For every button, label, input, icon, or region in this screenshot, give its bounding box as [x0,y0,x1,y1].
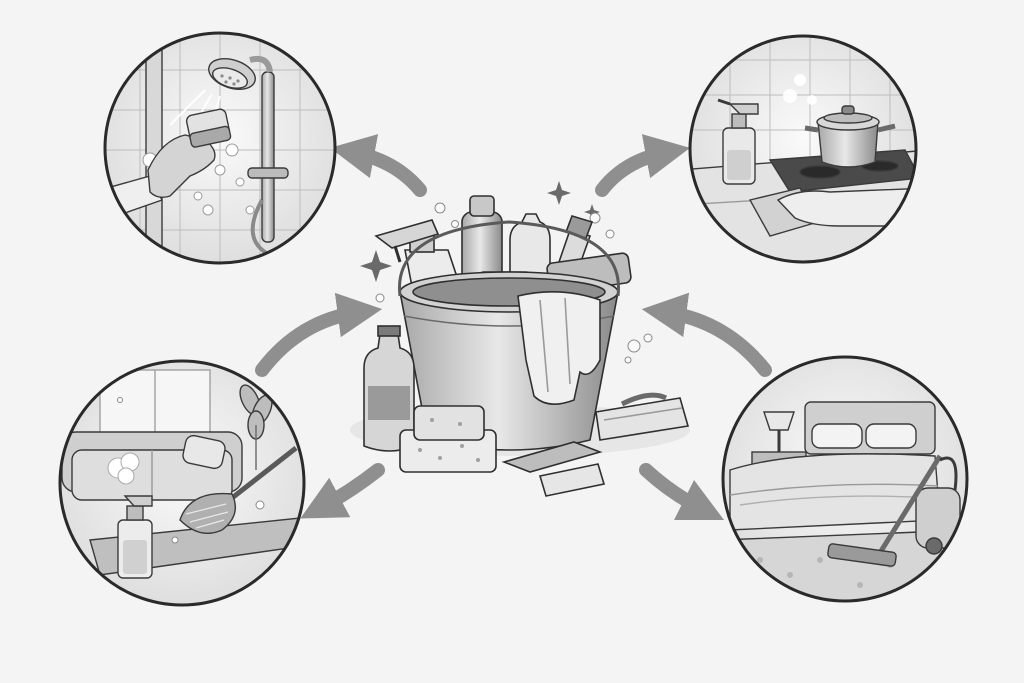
sponge-stack-icon [399,405,497,473]
shower-rail [261,71,275,243]
house-plant-icon [239,384,273,470]
arrow-to-bedroom [639,463,725,521]
arrow-from-bedroom [641,292,772,377]
bathroom-shower-scene [103,31,337,265]
cooking-pot-icon [804,105,896,168]
cleaning-supplies-bucket [350,181,690,497]
shower-head-icon [169,58,256,151]
arrows [255,134,772,521]
bedroom-scene [721,355,969,603]
floor-mop-head-icon [501,441,606,497]
bubbles [375,202,653,364]
detergent-bottle-icon [363,325,415,452]
kitchen-stove-scene [688,34,918,264]
arrow-to-living-room [300,463,385,519]
sponge-icon [185,108,232,148]
arrow-to-bathroom [329,134,427,197]
spray-bottle-icon [117,495,153,579]
pillow [865,423,917,449]
arrow-from-living-room [255,292,383,377]
bed-icon [729,453,941,531]
living-room-scene [58,359,306,607]
sofa-icon [61,431,243,501]
sparkles [360,181,600,282]
cleaning-cloth [517,291,601,405]
floor-brush-icon [595,392,690,441]
pillow [811,423,863,449]
rubber-glove [147,134,216,199]
feather-duster-icon [179,446,298,534]
spray-bottle-icon [717,98,759,185]
arrow-to-kitchen [595,134,691,197]
